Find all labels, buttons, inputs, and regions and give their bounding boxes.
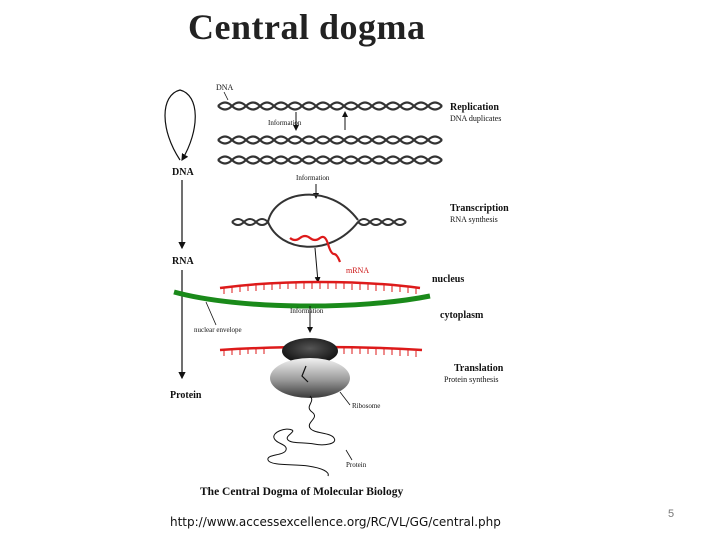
mrna-strand-nucleus — [219, 280, 421, 290]
replication-title: Replication — [450, 102, 499, 113]
daughter-dna-helix-1 — [217, 135, 443, 145]
translation-title: Translation — [454, 363, 504, 374]
nuclear-envelope — [173, 289, 431, 309]
transcription-subtitle: RNA synthesis — [450, 215, 498, 224]
parent-dna-helix — [217, 101, 443, 111]
dna-label-pointer — [223, 91, 229, 101]
protein-pointer — [345, 449, 353, 461]
central-dogma-figure: DNA RNA Protein DNA Information Replicat… — [160, 70, 560, 510]
ribosome-label: Ribosome — [352, 402, 380, 410]
mrna-bases-nucleus — [223, 283, 417, 294]
side-label-dna: DNA — [172, 167, 194, 178]
mrna-label: mRNA — [346, 266, 369, 275]
nascent-rna — [289, 234, 342, 263]
information-label-replication: Information — [268, 119, 302, 127]
transcription-title: Transcription — [450, 203, 509, 214]
protein-chain-label: Protein — [346, 461, 367, 469]
rna-export-arrow — [314, 247, 321, 283]
nuclear-envelope-label: nuclear envelope — [194, 326, 242, 334]
slide-number: 5 — [668, 508, 675, 520]
protein-chain — [267, 395, 336, 477]
slide-title: Central dogma — [188, 7, 426, 47]
daughter-dna-helix-2 — [217, 155, 443, 165]
ribosome-pointer — [339, 391, 351, 406]
transcription-bubble-dna — [231, 193, 407, 248]
nuclear-envelope-pointer — [205, 301, 217, 326]
side-label-protein: Protein — [170, 390, 202, 401]
source-url[interactable]: http://www.accessexcellence.org/RC/VL/GG… — [170, 515, 501, 529]
replication-loop-arrow — [164, 89, 196, 162]
ribosome-channel — [301, 365, 309, 383]
ribosome-large-subunit — [270, 358, 350, 398]
central-dogma-diagram: DNA RNA Protein DNA Information Replicat… — [164, 83, 509, 498]
information-label-transcription: Information — [296, 174, 330, 182]
diagram-caption: The Central Dogma of Molecular Biology — [200, 486, 403, 498]
side-label-rna: RNA — [172, 256, 194, 267]
dna-strand-label: DNA — [216, 83, 234, 92]
mrna-bases-cytoplasm — [223, 348, 417, 357]
cytoplasm-label: cytoplasm — [440, 310, 484, 321]
information-label-translation: Information — [290, 307, 324, 315]
ribosome-small-subunit — [282, 338, 338, 364]
nucleus-label: nucleus — [432, 274, 464, 285]
translation-subtitle: Protein synthesis — [444, 375, 498, 384]
replication-subtitle: DNA duplicates — [450, 114, 501, 123]
